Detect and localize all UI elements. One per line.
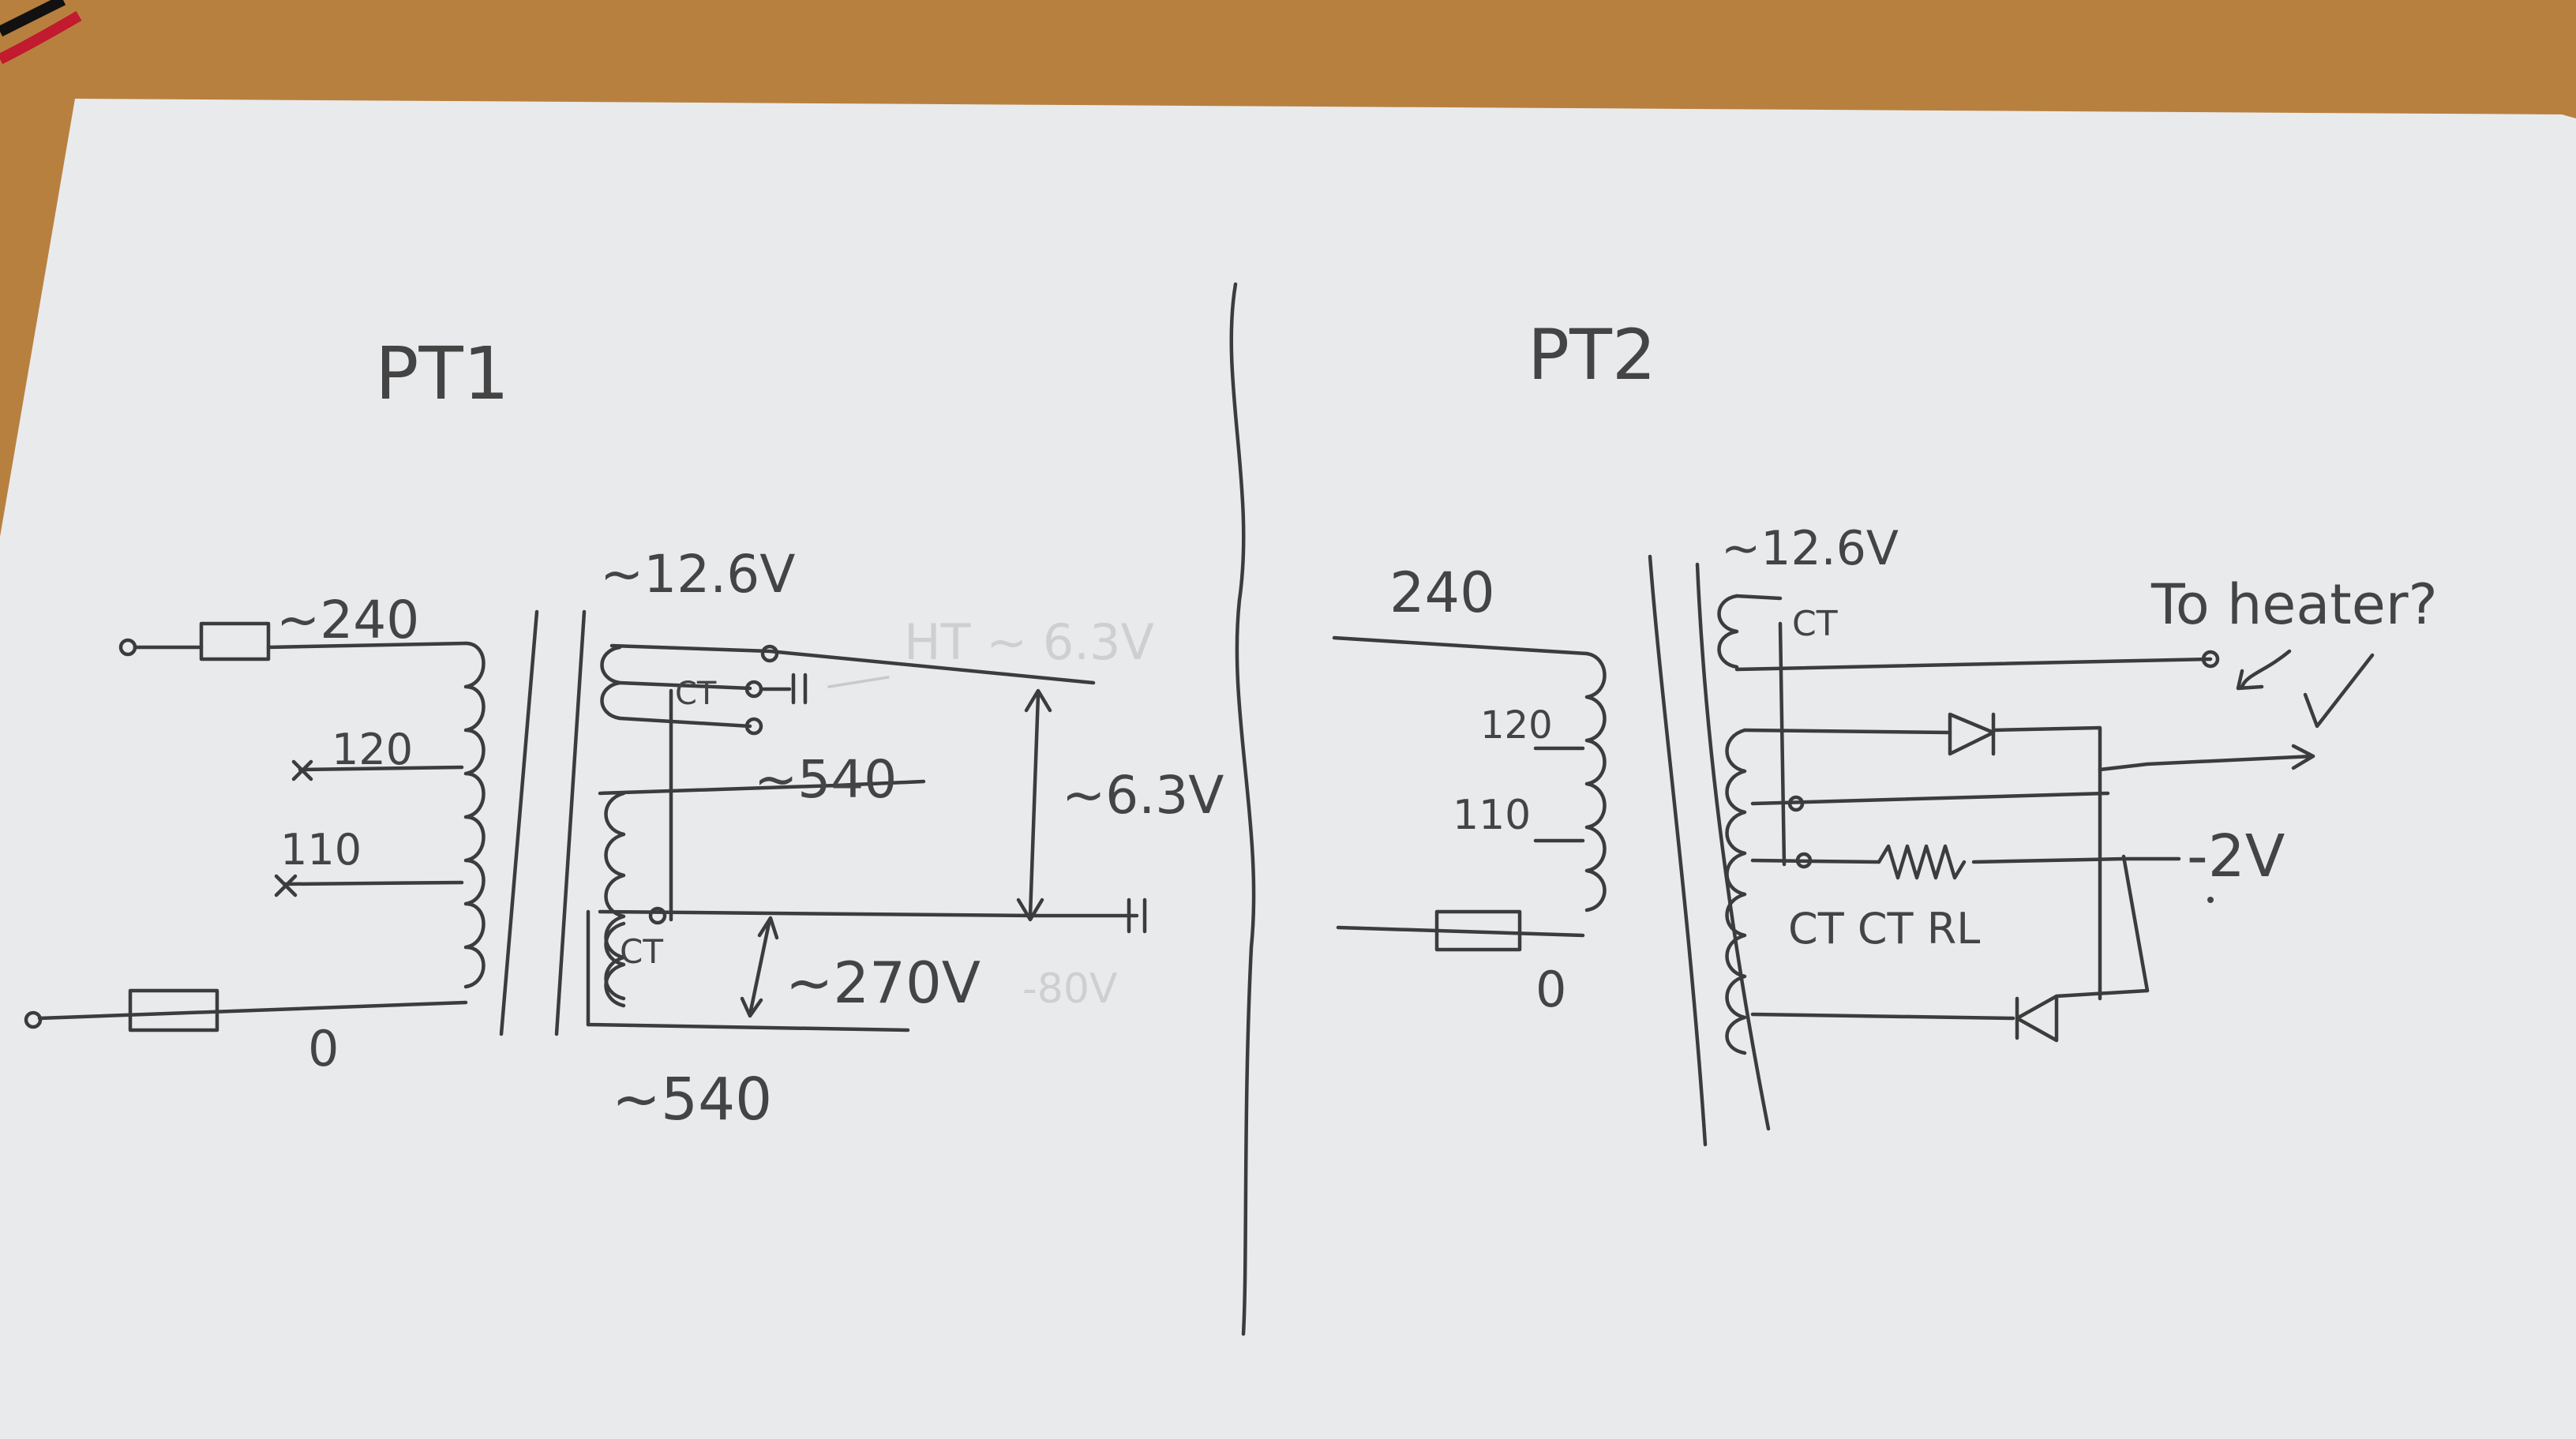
pt2-wire — [1991, 725, 2102, 772]
pt1-terminal-bottom — [24, 1010, 43, 1029]
pt1-primary-tap2-label: 110 — [280, 825, 362, 875]
pt1-wire — [617, 680, 752, 691]
red-wire — [0, 10, 82, 65]
pt2-primary-bottom-label: 0 — [1535, 961, 1566, 1018]
pt2-heater-ct-label: CT — [1792, 604, 1838, 644]
pt2-ct-rl-label: CT CT RL — [1788, 904, 1980, 954]
pt1-capacitor — [759, 673, 808, 705]
pt1-primary-tap1-label: 120 — [332, 725, 413, 774]
pt1-primary-winding — [24, 621, 486, 1032]
pt2-dot — [2207, 897, 2214, 903]
pt2-heater-voltage-label: ~12.6V — [1721, 521, 1899, 576]
pt1-hv-top-wire — [598, 779, 926, 796]
pt2-fuse — [1434, 909, 1522, 952]
pt2-diode-bottom — [2015, 994, 2059, 1043]
pt2-node — [1795, 852, 1813, 869]
pt2-core-line — [1648, 554, 1708, 1147]
pt2-section: PT2 240 120 110 0 ~12.6V — [1332, 314, 2438, 1147]
pt1-ht-label: HT ~ 6.3V — [904, 613, 1154, 671]
pt2-heater-coil — [1717, 594, 1739, 669]
pt2-ct-tie — [1778, 621, 1787, 867]
pt1-fuse-bottom — [128, 988, 219, 1032]
pt1-heater-6v3-label: ~6.3V — [1062, 765, 1224, 826]
pt1-node — [744, 717, 763, 736]
pt1-section: PT1 ~240 120 110 0 ~12.6V — [24, 332, 1224, 1134]
pt2-primary-top-label: 240 — [1389, 560, 1495, 625]
pt1-capacitor — [1127, 898, 1147, 934]
pt2-wire — [1750, 858, 1881, 864]
pt2-hv-coil — [1725, 728, 1747, 1055]
pt2-arrowhead — [2291, 744, 2315, 770]
pt1-heater-winding — [600, 643, 1096, 922]
pt1-voltage-arrow — [1028, 692, 1041, 918]
pt2-wire — [2121, 854, 2150, 993]
paper-sheet — [0, 99, 2576, 1439]
pt1-title: PT1 — [375, 332, 509, 416]
black-wire — [0, 0, 66, 37]
pt1-hv-coil-lower — [604, 921, 626, 1008]
pt1-node — [648, 906, 667, 925]
pt1-wire — [609, 643, 1096, 685]
pt1-faint-arrow — [827, 676, 890, 688]
pt1-hv-bottom-label: ~540 — [612, 1066, 772, 1134]
pt2-bias-label: -2V — [2187, 823, 2285, 890]
pt2-wire — [1734, 594, 1783, 601]
pt2-out-wire — [2098, 754, 2315, 772]
pt2-primary-tap2-label: 110 — [1453, 792, 1531, 839]
pt1-core-line — [499, 609, 539, 1036]
pt1-hv-ct-label: CT — [620, 932, 663, 971]
pt1-wire — [266, 641, 468, 650]
pt1-arrowheads — [1016, 688, 1052, 922]
pt1-tap-wire — [298, 765, 464, 772]
pt2-primary-tap1-label: 120 — [1480, 703, 1553, 748]
pt1-hv-bottom-wire — [586, 1022, 910, 1032]
pt1-hv-half-label: ~270V — [786, 950, 981, 1016]
pt1-tap-wire — [282, 880, 464, 886]
pt2-core-line — [1695, 562, 1771, 1131]
pt1-core-line — [554, 609, 587, 1036]
pt2-checkmark — [2303, 653, 2375, 729]
pt1-hv-arrow — [748, 917, 772, 1017]
pt2-wire — [1750, 791, 2110, 806]
pt2-title: PT2 — [1528, 314, 1656, 395]
pt2-wire — [1332, 635, 1589, 656]
pt1-wire — [617, 716, 752, 729]
pt2-heater-out-wire — [1734, 657, 2213, 672]
pt1-heater-ct-label: CT — [675, 676, 717, 712]
pt2-resistor — [1877, 844, 1967, 880]
pt1-fuse-top — [199, 621, 271, 661]
pt1-node — [760, 644, 779, 663]
pt2-note-to-heater: To heater? — [2150, 572, 2438, 637]
pt1-primary-bottom-label: 0 — [308, 1020, 339, 1077]
pt1-primary-coil — [463, 641, 486, 989]
pt1-tap-cross — [291, 759, 313, 781]
pt2-wire — [1742, 728, 1952, 735]
pt1-primary-top-label: ~240 — [276, 590, 419, 650]
pt1-arrowheads — [740, 916, 779, 1018]
pt1-wire — [37, 1000, 468, 1021]
pt2-secondary-winding — [1717, 594, 2315, 1055]
pt1-tap-cross — [274, 874, 298, 898]
pt2-primary-winding — [1332, 635, 1607, 952]
pt2-wire — [2054, 988, 2150, 999]
page-divider — [1229, 282, 1256, 1336]
pt2-primary-coil — [1584, 651, 1607, 912]
pt1-hv-faint-label: -80V — [1022, 965, 1118, 1013]
pt2-wire — [1750, 1012, 2015, 1021]
pt2-diode-top — [1948, 712, 1996, 756]
pt1-hv-top-label: ~540 — [754, 749, 897, 810]
pt2-note-arrow — [2236, 649, 2292, 691]
pt2-node — [1787, 795, 1805, 812]
pt2-terminal-heater — [2201, 650, 2220, 669]
pt2-wire — [1336, 925, 1585, 938]
pt1-hv-coil-upper — [604, 791, 626, 1001]
pt1-heater-voltage-label: ~12.6V — [600, 544, 795, 605]
